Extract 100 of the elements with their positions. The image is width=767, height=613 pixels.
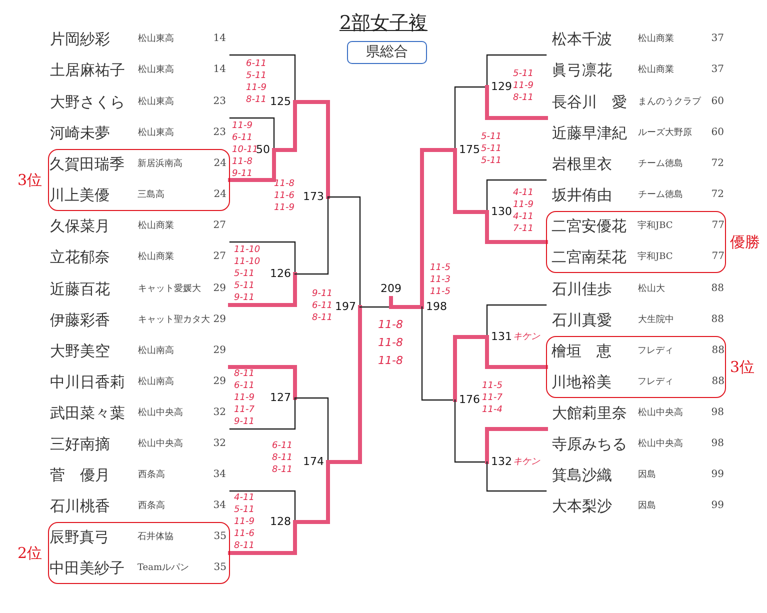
player-name: 立花郁奈 (50, 248, 110, 266)
player-name: 二宮安優花 (552, 216, 626, 234)
score-text: キケン (513, 331, 540, 343)
player-name: 檜垣 恵 (552, 342, 612, 360)
winner-bracket-line (228, 272, 297, 307)
score-text: 11-9 (513, 199, 534, 211)
match-number: 176 (455, 393, 483, 407)
score-text: 6-11 (312, 300, 332, 312)
team-name: ルーズ大野原 (638, 127, 692, 139)
score-text: 11-4 (482, 404, 502, 416)
highlighted-pair-frame (48, 522, 230, 584)
team-name: 松山南高 (138, 345, 174, 357)
bracket-line (294, 196, 329, 275)
bracket-line (454, 399, 488, 463)
bracket-line (229, 117, 275, 151)
score-text: 11-9 (234, 392, 254, 404)
player-name: 松本千波 (552, 30, 612, 48)
category-box: 県総合 (347, 41, 427, 64)
match-number: 127 (267, 391, 295, 405)
player-name: 寺原みちる (552, 435, 627, 453)
score-text: 8-11 (272, 464, 292, 476)
seed-number: 24 (214, 158, 226, 170)
player-name: 箕島沙織 (552, 466, 612, 484)
team-name: 新居浜南高 (138, 158, 182, 170)
seed-number: 27 (213, 220, 226, 232)
seed-number: 14 (213, 64, 226, 76)
winner-bracket-line (485, 335, 548, 369)
bracket-line (486, 304, 547, 338)
team-name: Teamルパン (138, 562, 190, 574)
seed-number: 60 (711, 127, 724, 139)
team-name: 松山東高 (138, 127, 174, 139)
seed-number: 24 (214, 188, 226, 200)
player-name: 川地裕美 (552, 372, 612, 390)
team-name: まんのうクラブ (638, 96, 701, 108)
score-text: 11-10 (234, 244, 260, 256)
seed-number: 72 (711, 189, 724, 201)
team-name: 因島 (638, 500, 656, 512)
score-text: 4-11 (513, 211, 534, 223)
score-text: 9-11 (234, 292, 256, 304)
player-name: 大野美空 (50, 342, 110, 360)
score-text: 11-9 (234, 516, 254, 528)
team-name: フレディ (638, 376, 674, 388)
highlighted-pair-frame (546, 211, 726, 273)
player-name: 中川日香莉 (50, 373, 125, 391)
team-name: 松山商業 (638, 64, 674, 76)
highlighted-pair-frame (48, 149, 230, 211)
team-name: 松山東高 (138, 64, 174, 76)
seed-number: 32 (213, 407, 226, 419)
score-text: 9-11 (234, 416, 254, 428)
player-name: 河崎未夢 (50, 124, 110, 142)
score-text: 11-8 (378, 317, 403, 333)
player-name: 石川佳歩 (552, 280, 612, 298)
seed-number: 99 (711, 469, 724, 481)
team-name: 石井体協 (138, 530, 174, 542)
player-name: 武田菜々葉 (50, 404, 125, 422)
team-name: 松山中央高 (638, 438, 683, 450)
team-name: 松山商業 (138, 220, 174, 232)
match-number: 209 (379, 282, 403, 298)
player-name: 片岡紗彩 (50, 30, 110, 48)
placement-label: 2位 (17, 544, 42, 562)
player-name: 土居麻祐子 (50, 61, 125, 79)
team-name: 西条高 (138, 500, 165, 512)
score-text: 4-11 (513, 187, 534, 199)
score-text: 11-7 (234, 404, 254, 416)
team-name: 松山大 (638, 283, 665, 295)
bracket-line (327, 196, 361, 308)
seed-number: 29 (213, 314, 226, 326)
score-text: 5-11 (234, 268, 256, 280)
team-name: 松山中央高 (138, 438, 183, 450)
team-name: 宇和JBC (638, 250, 673, 262)
score-text: 9-11 (232, 168, 254, 180)
player-name: 中田美紗子 (50, 558, 124, 576)
score-text: 11-5 (482, 380, 502, 392)
bracket-line (229, 241, 296, 275)
match-number: 132 (487, 455, 515, 469)
score-text: 11-5 (430, 262, 450, 274)
score-text: 11-9 (246, 82, 266, 94)
seed-number: 29 (213, 345, 226, 357)
seed-number: 60 (711, 96, 724, 108)
score-text: 11-8 (378, 353, 403, 369)
score-text: 5-11 (246, 70, 266, 82)
score-text: 11-10 (234, 256, 260, 268)
match-number: 131 (487, 330, 515, 344)
score-text: 11-9 (232, 120, 254, 132)
score-text: 5-11 (513, 68, 534, 80)
score-text: 5-11 (234, 504, 254, 516)
match-number: 198 (422, 300, 450, 314)
player-name: 近藤早津紀 (552, 124, 627, 142)
seed-number: 32 (213, 438, 226, 450)
match-number: 125 (267, 95, 295, 109)
seed-number: 98 (711, 407, 724, 419)
seed-number: 35 (214, 530, 226, 542)
placement-label: 優勝 (730, 233, 760, 251)
match-number: 129 (487, 80, 515, 94)
score-text: 11-9 (274, 202, 294, 214)
team-name: 宇和JBC (638, 220, 673, 232)
score-text: 6-11 (234, 380, 254, 392)
seed-number: 37 (711, 64, 724, 76)
player-name: 久保菜月 (50, 217, 110, 235)
team-name: 松山東高 (138, 96, 174, 108)
